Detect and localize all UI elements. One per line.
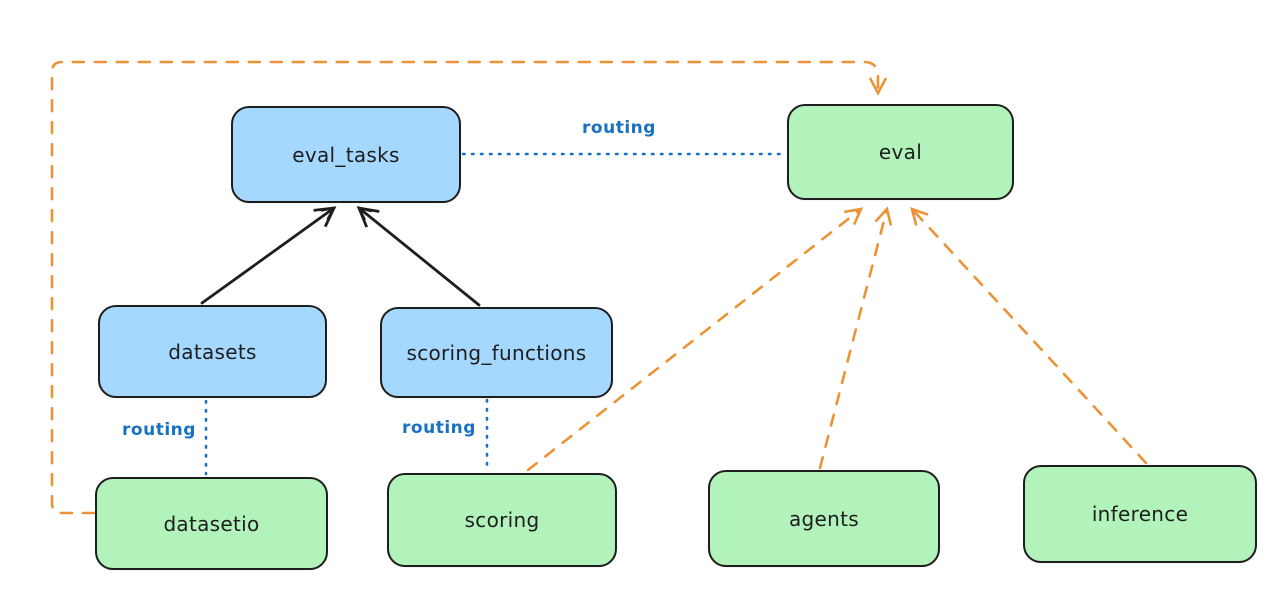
node-inference: inference bbox=[1023, 465, 1257, 563]
edge-label-routing-datasets-datasetio: routing bbox=[122, 420, 196, 440]
node-label: agents bbox=[789, 506, 859, 531]
node-label: datasetio bbox=[163, 511, 260, 536]
node-label: scoring_functions bbox=[406, 340, 587, 365]
node-label: datasets bbox=[168, 339, 257, 364]
node-eval: eval bbox=[787, 104, 1014, 200]
node-scoring_functions: scoring_functions bbox=[380, 307, 613, 398]
node-datasets: datasets bbox=[98, 305, 327, 398]
edge-label-routing-scoring_functions-scoring: routing bbox=[402, 418, 476, 438]
edge-datasetio-to-eval-loop bbox=[50, 60, 888, 515]
node-label: inference bbox=[1091, 502, 1189, 526]
node-agents: agents bbox=[708, 470, 940, 567]
node-scoring: scoring bbox=[387, 473, 617, 567]
node-label: eval bbox=[878, 140, 923, 164]
edge-scoring_functions-to-eval_tasks bbox=[356, 206, 481, 307]
edge-agents-to-eval bbox=[818, 206, 893, 470]
node-eval_tasks: eval_tasks bbox=[231, 106, 461, 203]
edge-datasets-to-eval_tasks bbox=[200, 206, 337, 305]
node-label: eval_tasks bbox=[292, 142, 400, 167]
node-label: scoring bbox=[464, 508, 540, 532]
edge-scoring-to-eval bbox=[526, 207, 864, 472]
node-datasetio: datasetio bbox=[95, 477, 328, 570]
edge-label-routing-eval_tasks-eval: routing bbox=[582, 118, 656, 138]
edge-inference-to-eval bbox=[910, 206, 1148, 465]
